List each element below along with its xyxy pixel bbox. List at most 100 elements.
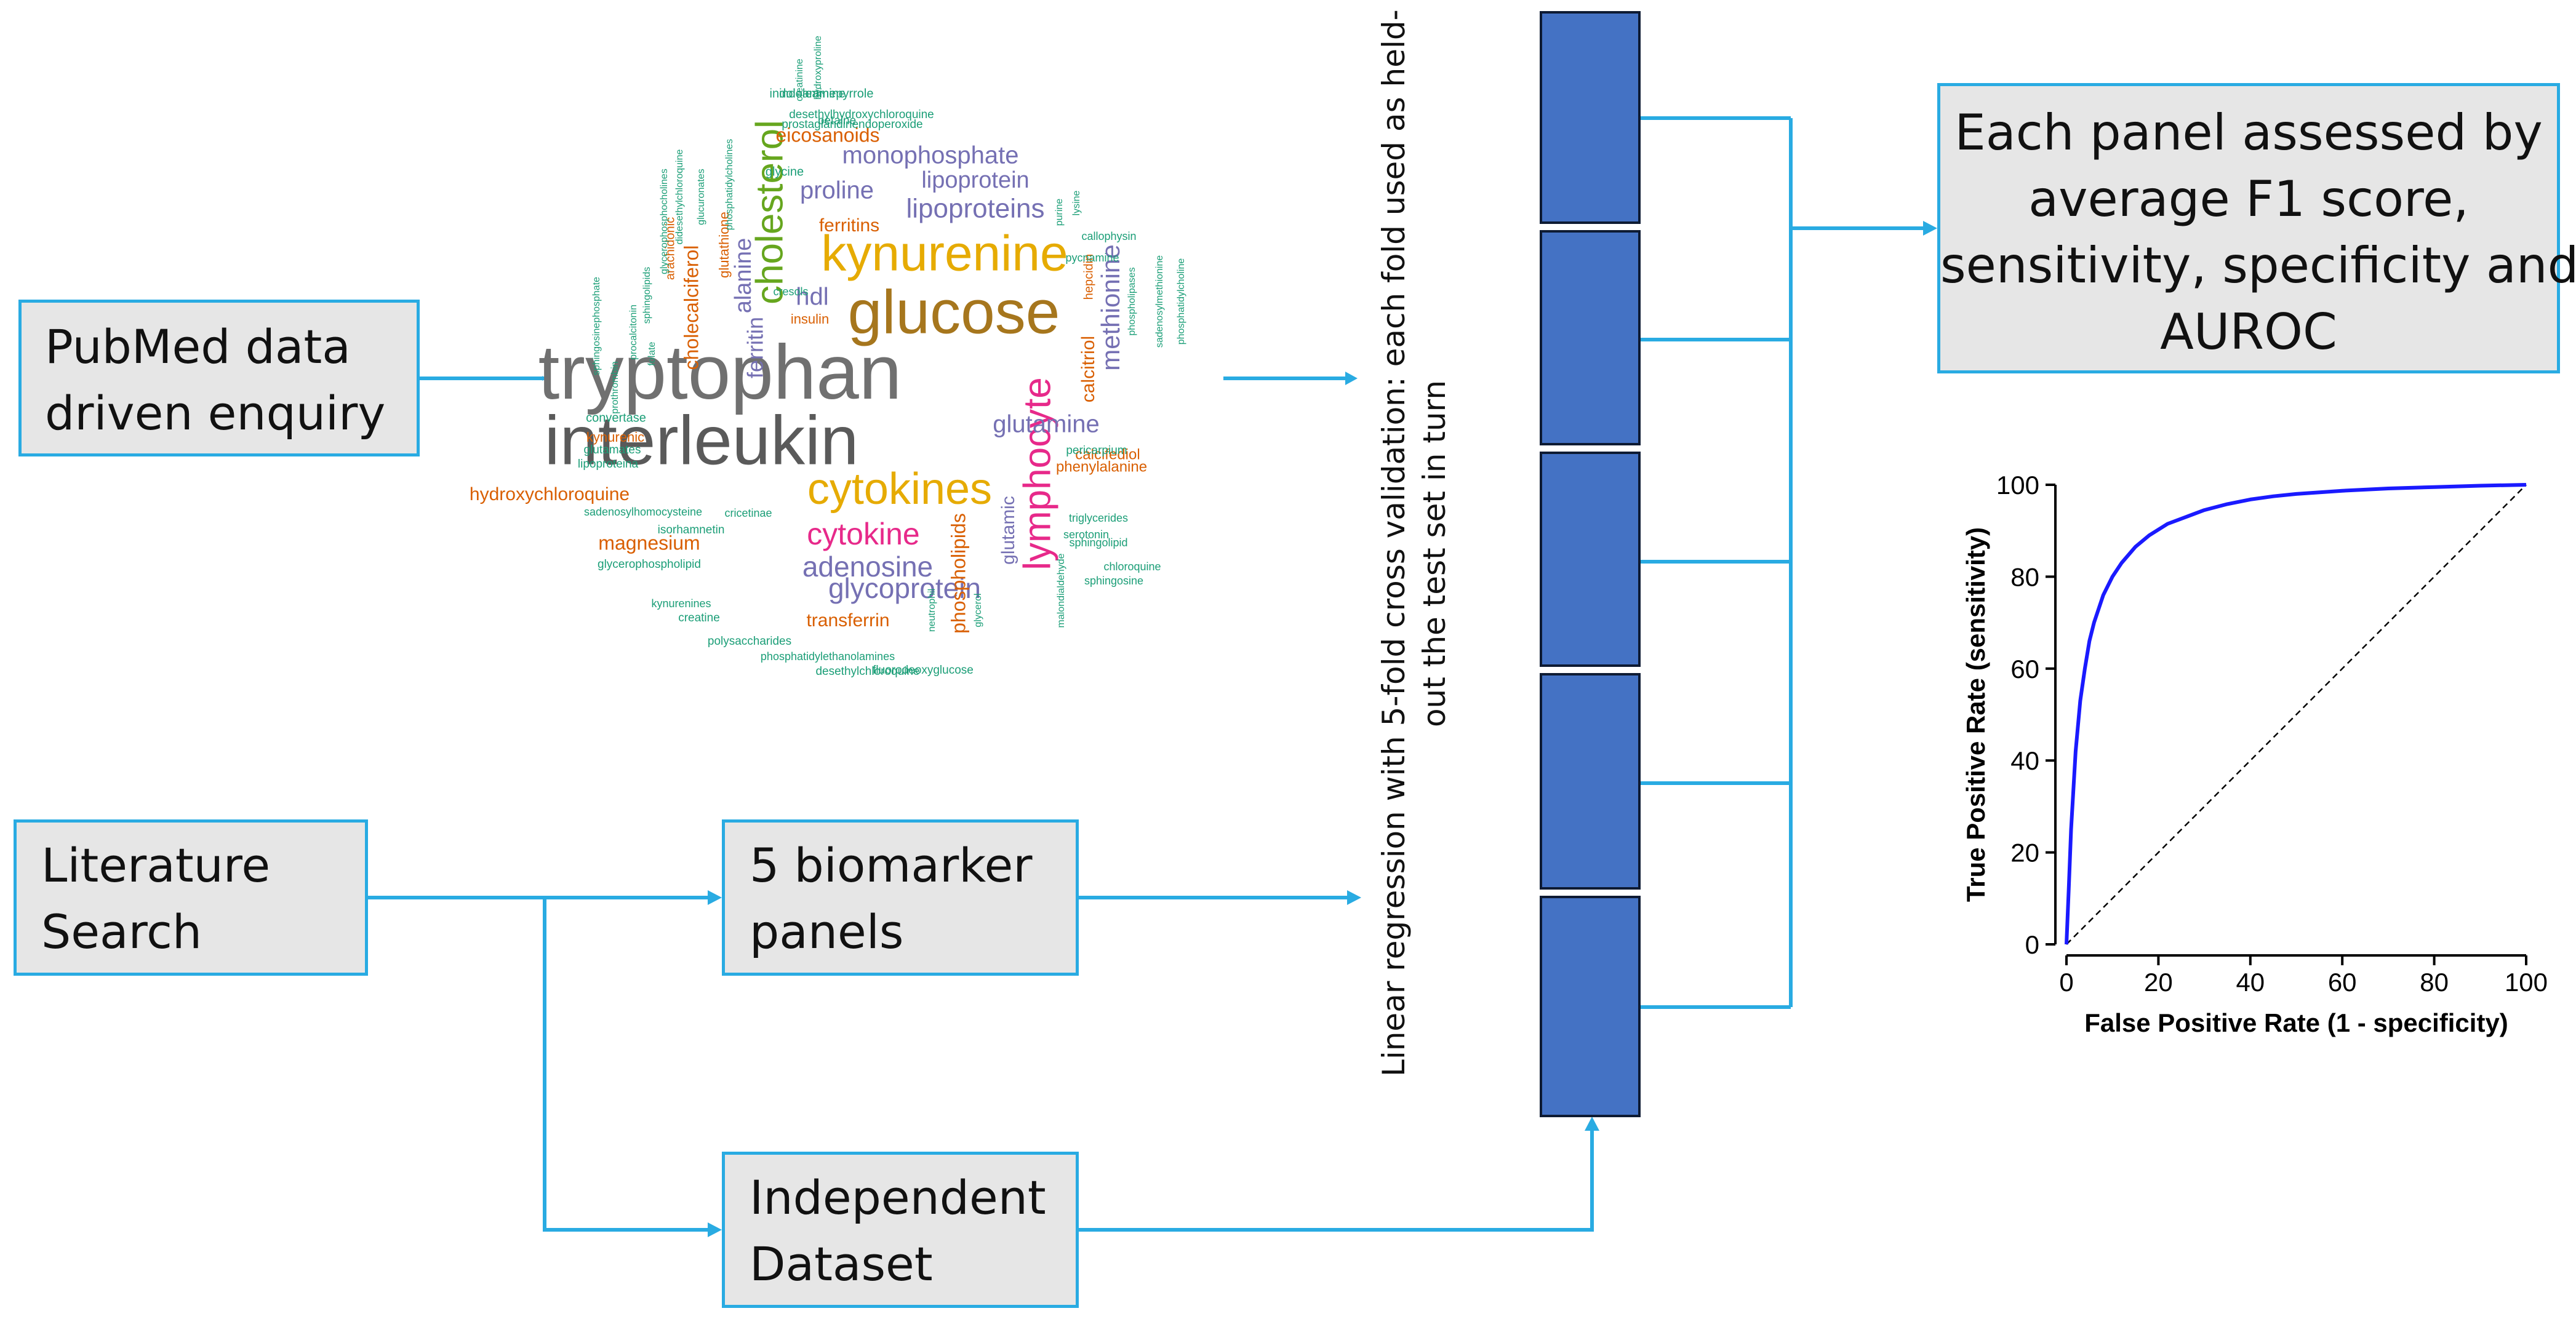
wordcloud-word: ferritin [743,317,768,378]
wordcloud-word: betaine [818,114,856,127]
box-text-line: Each panel assessed by [1954,104,2543,161]
wordcloud-word: sadenosylmethionine [1154,255,1165,348]
fold-connectors [1641,116,1793,1009]
wordcloud-word: phosphatidylcholine [1176,258,1186,345]
wordcloud-word: hydroxychloroquine [470,484,630,504]
wordcloud-word: cytokines [807,464,992,514]
wordcloud-word: glycerophosphocholines [659,169,670,274]
pubmed-enquiry-box: PubMed data driven enquiry [18,300,420,456]
arrowhead [1345,372,1358,385]
arrowhead [1347,890,1361,905]
wordcloud-word: creatine [678,612,720,624]
x-tick-label: 20 [2144,968,2173,997]
box-text-line: Independent [750,1170,1046,1225]
wordcloud-word: cytokine [807,517,919,551]
fold-block-2 [1540,230,1641,445]
wordcloud-word: indoleaminepyrrole [770,87,874,100]
wordcloud-word: kynurenines [651,597,711,610]
wordcloud-word: lipoprotein [921,167,1029,193]
cv-label-line: out the test set in turn [1417,380,1452,728]
wordcloud-word: magnesium [598,532,700,554]
fold-block-1 [1540,11,1641,224]
wordcloud-word: sadenosylhomocysteine [584,506,702,518]
wordcloud-word: procalcitonin [628,305,639,360]
wordcloud-word: glucose [848,277,1060,346]
wordcloud-word: calcitriol [1078,336,1098,402]
box-text-line: Search [41,904,202,959]
wordcloud-word: folate [647,341,657,365]
wordcloud-word: pycnamine [1065,252,1119,264]
wordcloud-word: malondialdehyde [1056,553,1066,628]
x-tick-label: 100 [2505,968,2548,997]
wordcloud-word: chloroquine [1103,560,1161,573]
wordcloud-word: phospholipases [1127,267,1137,335]
wordcloud-word: polysaccharides [708,635,791,648]
cross-validation-label: Linear regression with 5-fold cross vali… [1374,9,1497,1077]
wordcloud-word: calcifediol [1075,446,1140,463]
y-tick-label: 80 [2010,562,2039,591]
arrow-independent-to-folds [1079,1127,1594,1232]
wordcloud-word: fluorodeoxyglucose [873,664,974,677]
wordcloud-word: prothrombin [610,361,620,413]
wordcloud-word: glycine [766,165,804,178]
x-tick-label: 0 [2059,968,2073,997]
wordcloud-word: hydroxyproline [813,36,823,100]
wordcloud-word: convertase [586,411,646,424]
independent-dataset-box: Independent Dataset [722,1152,1079,1308]
y-axis-label: True Positive Rate (sensitivity) [1961,527,1990,902]
connector-arrows [368,116,1937,1237]
wordcloud-word: glycerol [973,593,983,627]
biomarker-panels-box: 5 biomarker panels [722,819,1079,976]
wordcloud-word: glucuronates [696,169,706,225]
wordcloud: tryptophaninterleukinglucosekynureninecy… [470,36,1186,678]
wordcloud-word: adenosine [802,551,933,583]
fold-block-3 [1540,452,1641,667]
box-text-line: panels [750,904,904,959]
wordcloud-word: cresols [773,285,808,298]
wordcloud-word: ferritins [819,215,879,236]
wordcloud-word: didesethylchloroquine [674,149,685,245]
fold-block-4 [1540,673,1641,890]
wordcloud-word: desethylchloroquine [815,665,919,678]
wordcloud-word: kynurenic [586,429,644,445]
wordcloud-word: desethylhydroxychloroquine [789,108,934,121]
wordcloud-word: pericarpium [1066,444,1127,457]
x-tick-label: 60 [2328,968,2357,997]
box-text-line: Literature [41,838,271,893]
wordcloud-word: hdl [796,284,828,311]
wordcloud-word: transferrin [806,610,889,631]
roc-curve [2065,483,2527,945]
wordcloud-word: phosphatidylethanolamines [761,650,895,663]
arrow-literature-to-independent [543,898,714,1232]
wordcloud-word: indoleamine [779,87,846,100]
wordcloud-word: purine [1054,199,1065,226]
wordcloud-word: arachidonic [663,217,677,280]
wordcloud-word: glutamine [993,411,1099,438]
cv-label-line: Linear regression with 5-fold cross vali… [1376,9,1412,1077]
wordcloud-word: isorhamnetin [658,524,725,536]
y-tick-label: 0 [2025,930,2039,959]
chance-diagonal-line [2066,484,2527,945]
wordcloud-word: glutamic [998,496,1018,565]
arrowhead [708,890,722,905]
y-tick-label: 60 [2010,655,2039,683]
x-tick-label: 40 [2236,968,2265,997]
arrowhead [708,1222,722,1237]
wordcloud-word: cholecalciferol [680,245,702,370]
box-text-line: 5 biomarker [750,838,1033,893]
wordcloud-word: proline [800,177,874,204]
wordcloud-word: lysine [1071,190,1082,215]
wordcloud-word: eicosanoids [776,124,880,146]
wordcloud-word: sphingosinephosphate [591,277,602,375]
literature-search-box: Literature Search [14,819,368,976]
wordcloud-word: sphingosine [1084,575,1143,587]
wordcloud-word: interleukin [545,402,859,479]
wordcloud-word: alanine [730,238,756,314]
wordcloud-word: neutrophil [927,589,937,632]
box-text-line: AUROC [2160,303,2337,361]
wordcloud-word: hepcidin [1082,254,1095,300]
wordcloud-word: triglycerides [1069,512,1128,524]
wordcloud-word: lipoproteina [578,458,639,471]
